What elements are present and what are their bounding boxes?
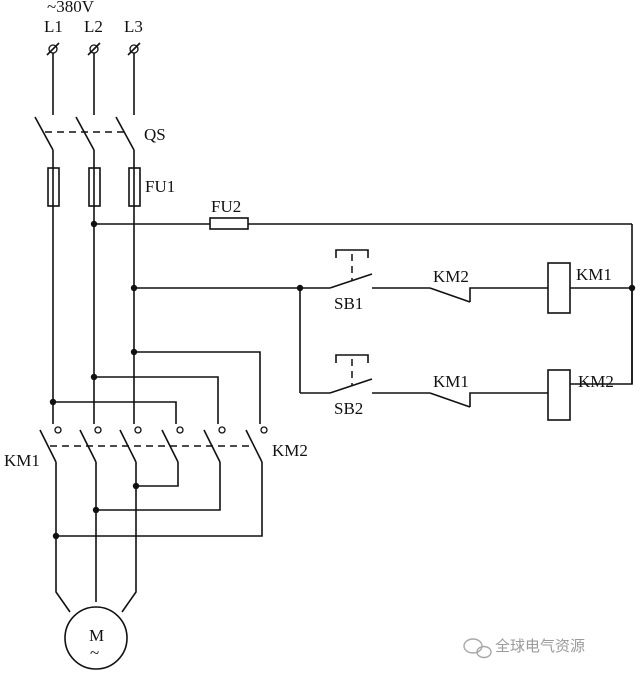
wechat-watermark-icon [463,638,492,659]
qs-label: QS [144,125,166,144]
km1-coil [547,262,571,314]
sb1-pushbutton [329,249,430,289]
fu2-label: FU2 [211,197,241,216]
line-conductors [52,53,135,115]
supply-terminals [46,42,141,56]
supply-voltage-label: ~380V [47,0,95,16]
km2-interlock-contact [429,287,548,303]
motor-feed [55,486,137,613]
km2-coil-label: KM2 [578,372,614,391]
motor-ac-symbol: ~ [90,643,99,662]
main-phase-lines [52,206,135,424]
qs-isolator-switch [34,116,135,168]
fu1-label: FU1 [145,177,175,196]
motor [64,606,128,670]
motor-label: M [89,626,104,645]
km2-main-label: KM2 [272,441,308,460]
watermark-text: 全球电气资源 [495,637,585,655]
control-rung-1 [130,284,330,393]
sb1-label: SB1 [334,294,363,313]
km1-interlock-contact [429,392,548,408]
km1-main-label: KM1 [4,451,40,470]
km1-main-contacts [39,426,142,463]
km2-coil [547,369,571,421]
km2-reversing-wiring [49,348,261,424]
km2-main-contacts [161,426,268,463]
km1-interlock-label: KM1 [433,372,469,391]
km-output-wiring [52,462,263,540]
sb2-pushbutton [329,354,430,394]
phase-l1-label: L1 [44,17,63,36]
km1-coil-label: KM1 [576,265,612,284]
fu1-fuses [47,167,141,207]
phase-l3-label: L3 [124,17,143,36]
rung-2-return [570,288,633,385]
phase-l2-label: L2 [84,17,103,36]
km2-interlock-label: KM2 [433,267,469,286]
sb2-label: SB2 [334,399,363,418]
